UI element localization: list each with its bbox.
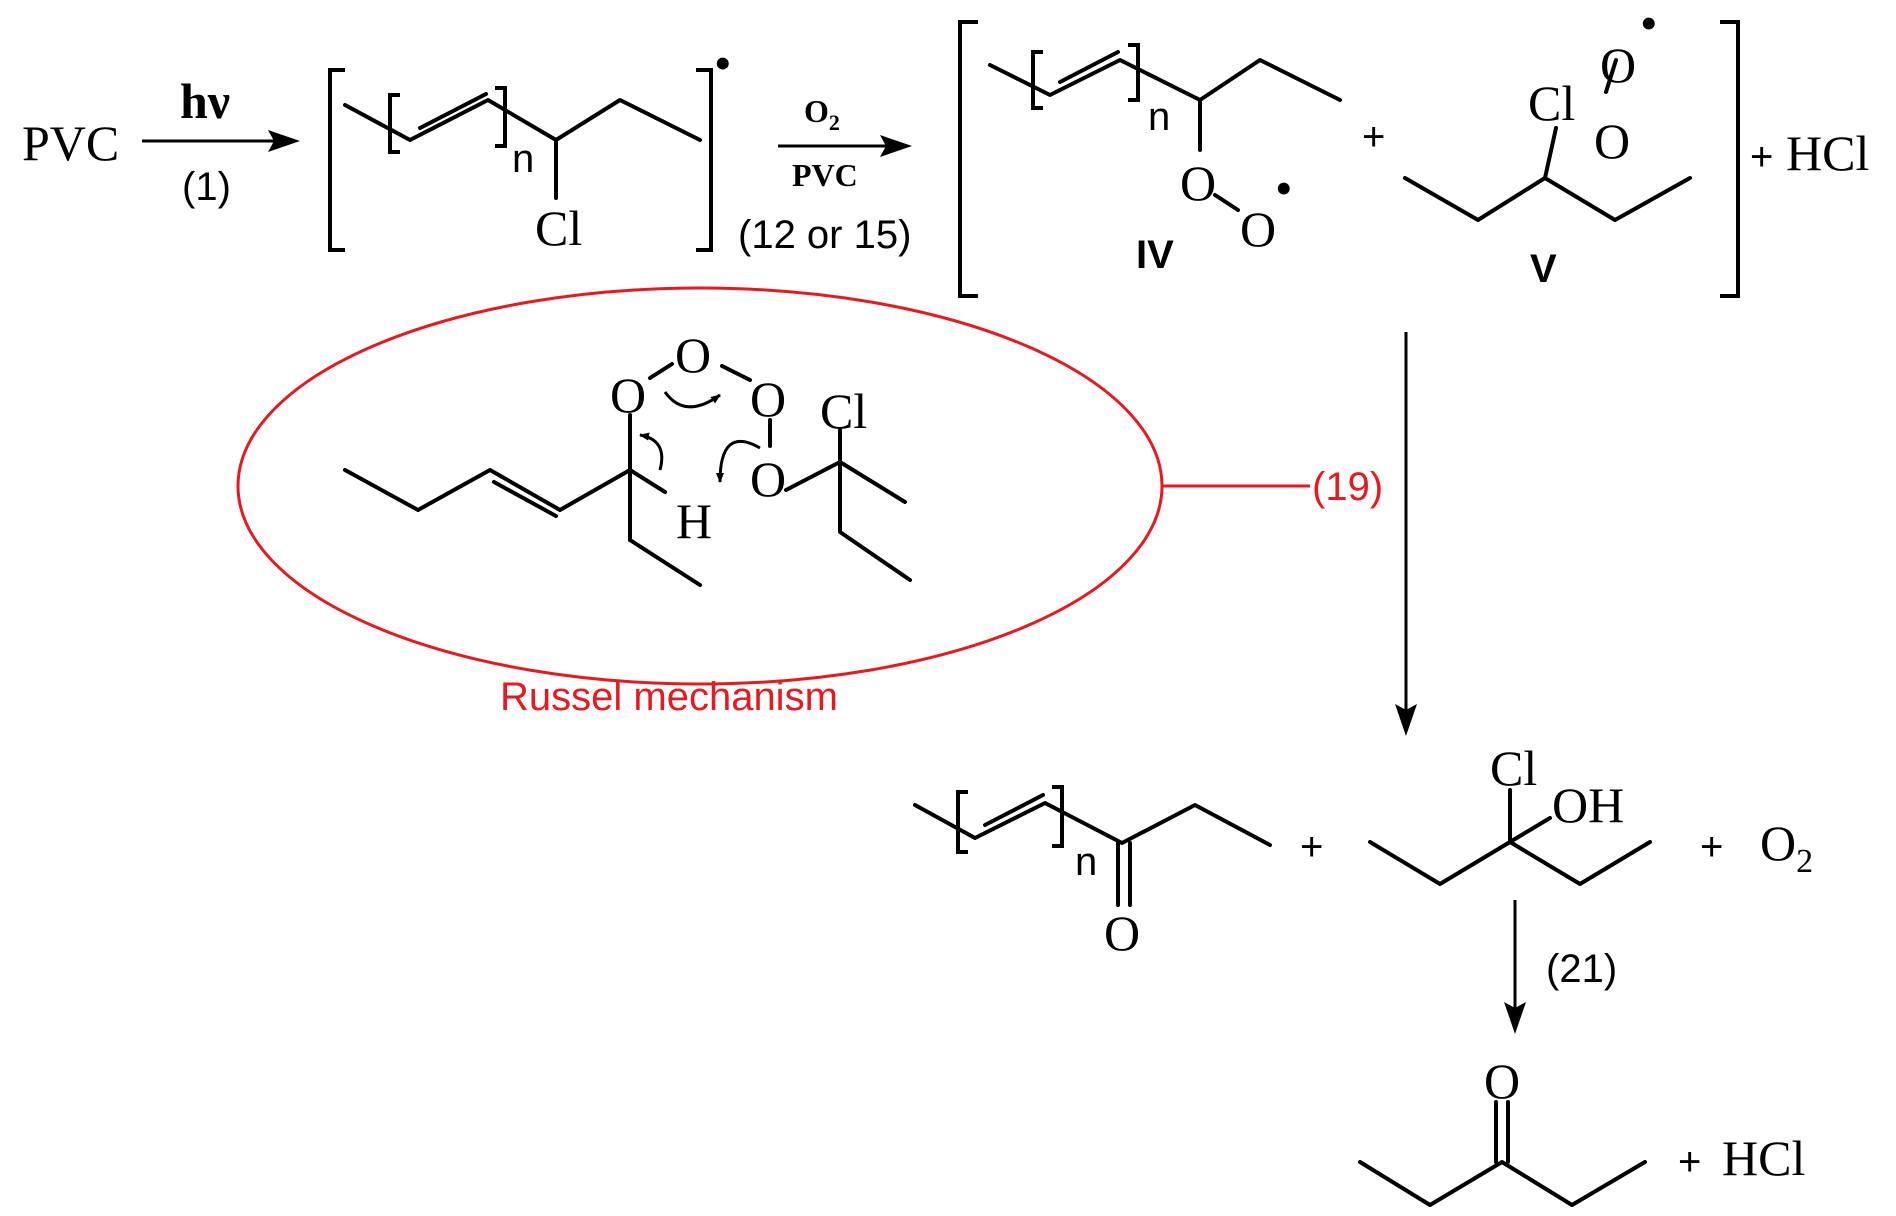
radical-dot: • bbox=[714, 35, 732, 91]
russel-step-number: (19) bbox=[1312, 465, 1383, 509]
plus-hcl: + bbox=[1750, 135, 1773, 179]
byproduct-hcl-1: HCl bbox=[1786, 125, 1869, 181]
chlorohydrin-cl: Cl bbox=[1490, 740, 1537, 796]
ts-h: H bbox=[676, 493, 712, 549]
chlorohydrin-oh: OH bbox=[1552, 777, 1624, 833]
ketone-o: O bbox=[1104, 905, 1140, 961]
step-2-number: (12 or 15) bbox=[738, 213, 911, 257]
arrow-step-21 bbox=[1504, 900, 1526, 1034]
step-1-number: (1) bbox=[182, 165, 231, 209]
peroxy-radical-iv bbox=[988, 43, 1342, 212]
peroxy-brackets bbox=[958, 20, 1740, 298]
plus-iv-v: + bbox=[1362, 115, 1385, 159]
iv-repeat-n: n bbox=[1148, 95, 1170, 139]
polyene-radical bbox=[328, 68, 713, 252]
ts-cl: Cl bbox=[820, 383, 867, 439]
final-ketone bbox=[1358, 1100, 1647, 1207]
iv-radical-dot: • bbox=[1275, 160, 1293, 216]
v-cl: Cl bbox=[1528, 75, 1575, 131]
arrow-step-1 bbox=[142, 130, 300, 152]
ketone-repeat-n: n bbox=[1075, 840, 1097, 884]
product-ketone-polyene bbox=[913, 785, 1272, 907]
plus-final: + bbox=[1678, 1140, 1701, 1184]
radical-cl: Cl bbox=[535, 200, 582, 256]
peroxy-radical-v bbox=[1403, 58, 1692, 222]
v-radical-dot: • bbox=[1640, 0, 1658, 51]
product-o2: O2 bbox=[1760, 815, 1813, 880]
final-ketone-o: O bbox=[1484, 1053, 1520, 1109]
radical-repeat-n: n bbox=[512, 137, 534, 181]
product-chlorohydrin bbox=[1368, 788, 1652, 886]
plus-products-2: + bbox=[1700, 825, 1723, 869]
step-2-reagent-pvc: PVC bbox=[792, 157, 858, 193]
arrow-step-19 bbox=[1395, 332, 1417, 736]
reactant-pvc: PVC bbox=[22, 115, 119, 171]
russel-mechanism-label: Russel mechanism bbox=[500, 675, 838, 719]
iv-o-1: O bbox=[1180, 155, 1216, 211]
v-o-2: O bbox=[1600, 37, 1636, 93]
iv-o-2: O bbox=[1240, 201, 1276, 257]
arrow-step-2 bbox=[778, 135, 912, 157]
ts-o-1: O bbox=[610, 367, 646, 423]
step-2-reagent-o2: O2 bbox=[804, 93, 840, 135]
ts-o-4: O bbox=[750, 451, 786, 507]
compound-label-v: V bbox=[1530, 247, 1557, 291]
step-1-condition: hν bbox=[180, 73, 230, 129]
final-hcl: HCl bbox=[1722, 1130, 1805, 1186]
plus-products-1: + bbox=[1300, 825, 1323, 869]
step-21-number: (21) bbox=[1546, 947, 1617, 991]
compound-label-iv: IV bbox=[1136, 233, 1174, 277]
electron-flow-arrows bbox=[639, 391, 761, 483]
v-o-1: O bbox=[1594, 113, 1630, 169]
ts-o-3: O bbox=[750, 371, 786, 427]
russel-tetroxide bbox=[343, 362, 912, 587]
ts-o-2: O bbox=[675, 327, 711, 383]
